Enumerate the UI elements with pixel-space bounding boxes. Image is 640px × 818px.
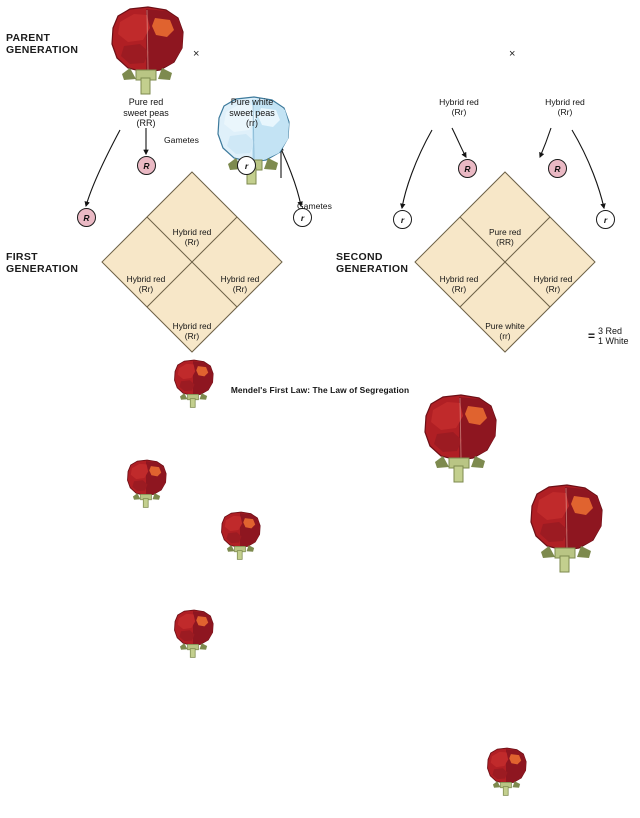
cell-caption-f1-right: Hybrid red (Rr) [220,274,260,294]
caption-hybrid-red-parent-left: Hybrid red (Rr) [439,97,479,117]
cross-symbol-first: × [193,48,200,60]
flower-hybrid-red-parent-left [413,394,640,484]
gamete-token-R-right-cross-left: R [458,159,477,178]
gamete-token-r-right-cross-right: r [596,210,615,229]
label-first-generation: FIRST GENERATION [6,251,79,275]
cell-caption-f2-right: Hybrid red (Rr) [533,274,573,294]
cross-symbol-second: × [509,48,516,60]
label-gametes-right-left: Gametes [297,201,332,211]
gamete-token-R-left: R [77,208,96,227]
gamete-token-r-right-cross-left: r [393,210,412,229]
gamete-token-r-right: r [293,208,312,227]
gamete-token-R-right-cross-right: R [548,159,567,178]
label-gametes-top-left: Gametes [164,135,199,145]
flower-f2-top [481,746,640,798]
caption-pure-white-parent: Pure white sweet peas (rr) [229,97,275,128]
flower-f1-top [168,358,640,410]
cell-caption-f2-top: Pure red (RR) [488,227,522,247]
cell-caption-f1-top: Hybrid red (Rr) [172,227,212,247]
cell-caption-f1-bottom: Hybrid red (Rr) [172,321,212,341]
label-second-generation: SECOND GENERATION [336,251,409,275]
flower-f1-bottom [168,608,640,660]
caption-hybrid-red-parent-right: Hybrid red (Rr) [545,97,585,117]
caption-pure-red-parent: Pure red sweet peas (RR) [123,97,169,128]
label-parent-generation: PARENT GENERATION [6,32,79,56]
gamete-token-R-top-left: R [137,156,156,175]
ratio-value: 3 Red 1 White [598,326,629,346]
ratio-summary: = 3 Red 1 White [588,326,629,346]
punnett-square-first-generation [101,171,283,353]
cell-caption-f2-left: Hybrid red (Rr) [439,274,479,294]
flower-pure-white-parent [206,96,640,186]
ratio-equals-sign: = [588,329,596,343]
punnett-square-second-generation [414,171,596,353]
flower-hybrid-red-parent-right [519,484,640,574]
genetics-diagram: PARENT GENERATION FIRST GENERATION SECON… [6,6,640,796]
gamete-token-r-top-right: r [237,156,256,175]
cell-caption-f1-left: Hybrid red (Rr) [126,274,166,294]
cell-caption-f2-bottom: Pure white (rr) [485,321,525,341]
flower-pure-red-parent [100,6,640,96]
figure-caption: Mendel's First Law: The Law of Segregati… [230,385,410,395]
gamete-arrows-second-cross [400,127,606,210]
